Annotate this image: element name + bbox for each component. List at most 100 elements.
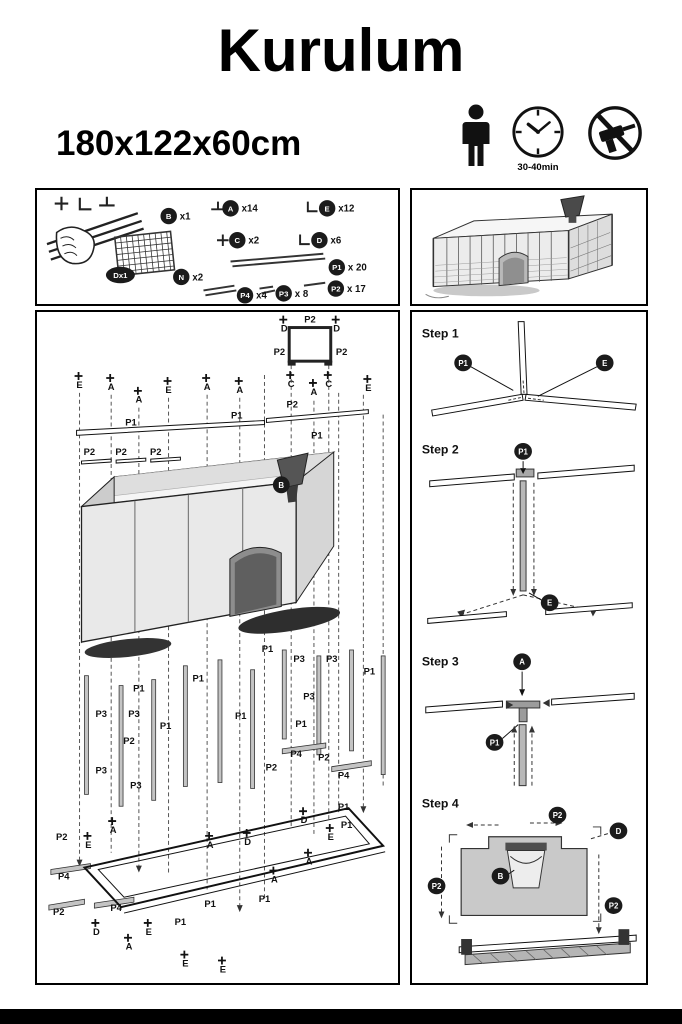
svg-text:D: D (616, 827, 622, 836)
diagram-label: P2 (274, 346, 285, 357)
diagram-label: P4 (58, 870, 70, 881)
step-title: Step 2 (422, 442, 459, 456)
connector-mark (234, 376, 243, 385)
connector-mark (331, 315, 340, 324)
badge-P1: P1 (514, 442, 532, 460)
diagram-label: P1 (262, 643, 273, 654)
top-frame (287, 326, 333, 366)
svg-text:A: A (228, 204, 234, 213)
svg-text:A: A (519, 658, 525, 667)
pen-drawing (80, 451, 341, 658)
diagram-label: A (271, 873, 278, 884)
svg-text:P2: P2 (331, 284, 340, 293)
svg-text:E: E (325, 204, 330, 213)
connector-mark (124, 933, 132, 942)
diagram-label: C (288, 378, 295, 389)
svg-text:C: C (235, 236, 241, 245)
diagram-label: P2 (318, 752, 329, 763)
svg-text:E: E (547, 599, 552, 608)
diagram-label: E (85, 839, 91, 850)
badge-E: E (540, 594, 559, 612)
svg-text:B: B (498, 872, 504, 881)
rod-glyphs (203, 252, 326, 297)
badge-E: E (595, 354, 614, 372)
diagram-label: P2 (304, 314, 315, 325)
diagram-label: P1 (311, 429, 322, 440)
connector-mark (323, 371, 332, 379)
diagram-label: P1 (338, 801, 349, 812)
floor-rods (48, 649, 386, 911)
diagram-label: E (76, 379, 82, 390)
diagram-label: D (244, 836, 251, 847)
connector-mark (299, 807, 308, 816)
diagram-label: E (365, 382, 371, 393)
diagram-label: A (204, 381, 211, 392)
top-rails (76, 409, 369, 465)
badge-P1: P1 (485, 734, 504, 751)
step-title: Step 1 (422, 326, 459, 340)
connector-mark (269, 866, 278, 875)
diagram-label: P2 (56, 831, 67, 842)
connector-mark (242, 828, 251, 837)
svg-text:N: N (178, 273, 184, 282)
badge-P2: P2 (604, 897, 623, 914)
svg-text:P1: P1 (332, 263, 342, 272)
part-qty: x 17 (347, 284, 366, 295)
diagram-label: P2 (336, 346, 347, 357)
diagram-label: A (110, 824, 117, 835)
clock-icon (512, 106, 564, 158)
badge-A: A (222, 200, 239, 217)
diagram-label: P1 (125, 416, 136, 427)
part-qty: x6 (331, 236, 342, 247)
diagram-label: A (311, 386, 318, 397)
part-qty: x2 (192, 272, 203, 283)
badge-B: B (272, 476, 290, 494)
diagram-label: P3 (303, 690, 314, 701)
person-icon (462, 104, 490, 166)
connector-mark (180, 950, 189, 959)
step-title: Step 4 (422, 796, 459, 810)
badge-P2: P2 (427, 877, 446, 895)
connector-mark (143, 918, 152, 927)
diagram-label: E (328, 831, 334, 842)
part-qty: x14 (242, 204, 259, 215)
diagram-label: C (325, 378, 332, 389)
guide-arrows (76, 806, 367, 913)
badge-B: B (491, 867, 510, 885)
finished-product-svg (425, 195, 613, 299)
connector-mark (83, 831, 92, 840)
badge-P1: P1 (454, 354, 472, 372)
diagram-label: E (182, 957, 188, 968)
diagram-label: P1 (192, 673, 203, 684)
diagram-label: A (207, 839, 214, 850)
connector-mark (106, 374, 115, 382)
scan-edge-bar (0, 1009, 682, 1024)
diagram-label: D (301, 814, 308, 825)
svg-text:D: D (317, 236, 323, 245)
svg-text:P2: P2 (553, 811, 563, 820)
diagram-label: A (135, 394, 142, 405)
badge-C: C (229, 232, 246, 249)
diagram-label: P3 (326, 653, 337, 664)
badge-P2: P2 (548, 806, 567, 824)
svg-text:B: B (278, 481, 284, 490)
connector-mark (91, 918, 100, 927)
diagram-label: P1 (235, 710, 246, 721)
diagram-label: A (108, 381, 115, 392)
connector-mark (279, 315, 288, 324)
part-qty: x2 (248, 236, 259, 247)
badge-D: D (311, 232, 328, 249)
svg-text:P2: P2 (432, 882, 442, 891)
header-icons: 30-40min (458, 104, 648, 173)
diagram-label: P1 (160, 720, 171, 731)
diagram-label: P4 (290, 748, 302, 759)
diagram-label: P2 (266, 762, 277, 773)
step1-drawing (431, 321, 637, 417)
hand-rods-drawing (46, 212, 144, 265)
svg-text:P4: P4 (240, 291, 250, 300)
no-drill-icon (588, 106, 642, 160)
